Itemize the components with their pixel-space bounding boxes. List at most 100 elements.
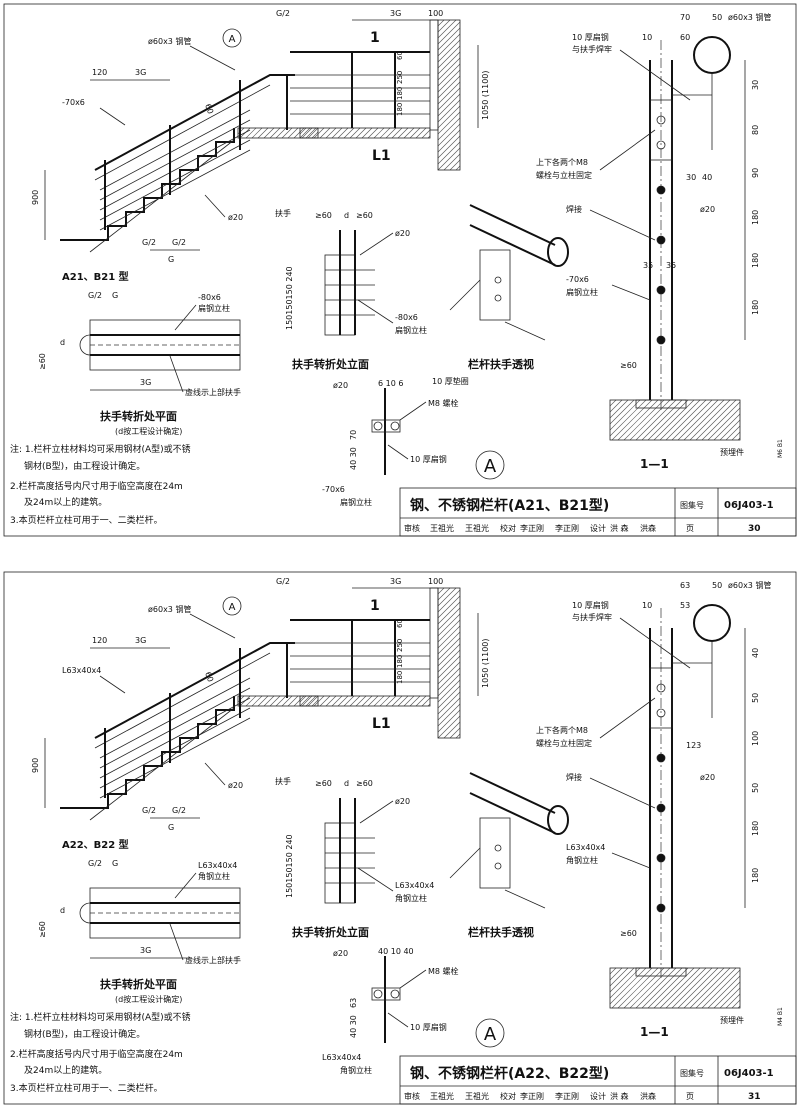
hatch-line xyxy=(437,99,461,123)
persp-bolt-2 xyxy=(494,294,502,302)
plan-d: d xyxy=(60,338,65,347)
hatch-line xyxy=(437,661,461,685)
sign-cell-7: 洪 森 xyxy=(610,1091,629,1101)
hatch-line xyxy=(337,695,349,707)
turn-d: d xyxy=(344,779,349,788)
type-label: A21、B21 型 xyxy=(62,270,129,283)
hatch-line xyxy=(641,967,683,1009)
pipe-label: ø60x3 钢管 xyxy=(148,604,191,614)
hatch-line xyxy=(609,399,647,437)
hatch-line xyxy=(695,967,737,1009)
sec-dim-top-2: 10 xyxy=(642,601,652,610)
sign-cell-1: 王祖光 xyxy=(430,1091,454,1101)
hatch-line xyxy=(437,93,461,117)
hatch-line xyxy=(731,431,741,441)
plan-3g: 3G xyxy=(140,378,151,387)
sheet-title: 钢、不锈钢栏杆(A22、B22型) xyxy=(410,1065,609,1082)
dim-g2-b: G/2 xyxy=(172,806,186,815)
detA-circle xyxy=(475,1018,505,1048)
hatch-line xyxy=(437,63,461,87)
hatch-line xyxy=(331,127,343,139)
detA-top-dims: 6 10 6 xyxy=(378,379,403,388)
sec-v-dim-3: 180 xyxy=(751,210,760,225)
sec-dim-top-0: 63 xyxy=(680,581,690,590)
atlas-number: 06J403-1 xyxy=(724,1068,774,1079)
dim-3g-landing: 3G xyxy=(390,9,401,18)
detA-circle-text: A xyxy=(484,456,497,477)
hatch-line xyxy=(437,19,451,33)
plan-turn-arc xyxy=(79,334,91,356)
plan-g: G xyxy=(112,859,118,868)
sec-v-dim-5: 180 xyxy=(751,300,760,315)
hatch-line xyxy=(437,19,445,27)
detA-top-dims: 40 10 40 xyxy=(378,947,414,956)
hatch-border xyxy=(609,399,741,441)
rail-bar xyxy=(99,109,251,191)
hatch-line xyxy=(671,399,713,441)
hatch-line xyxy=(437,75,461,99)
sec-dim-top-3: 60 xyxy=(680,33,690,42)
hatch-border xyxy=(609,967,741,1009)
detail-circle-a-text: A xyxy=(229,34,236,45)
rail-bar xyxy=(99,139,251,221)
hatch-line xyxy=(287,695,299,707)
plan-turn-arc xyxy=(79,902,91,924)
note-line-0: 注: 1.栏杆立柱材料均可采用钢材(A型)或不锈 xyxy=(10,443,191,455)
detA-flat-leader xyxy=(387,444,409,460)
sec-bolt-plate xyxy=(649,99,673,161)
dim-v-60: 60 xyxy=(396,619,404,628)
hatch-line xyxy=(355,127,367,139)
detail-circle-a xyxy=(222,28,242,48)
hatch-line xyxy=(391,127,403,139)
sec-pipe-label: ø60x3 钢管 xyxy=(728,12,771,22)
sign-cell-0: 审核 xyxy=(404,523,420,533)
section-mark-top: 1 xyxy=(370,30,380,46)
sec-h-dim-2: 35 xyxy=(643,261,653,270)
hatch-line xyxy=(409,695,421,707)
hatch-line xyxy=(269,127,281,139)
hatch-line xyxy=(635,399,677,441)
sign-cell-5: 李正刚 xyxy=(555,523,579,533)
dim-g2-top: G/2 xyxy=(276,577,290,586)
turn-d: d xyxy=(344,211,349,220)
hatch-line xyxy=(437,589,461,613)
hatch-line xyxy=(701,969,741,1009)
sign-cell-1: 王祖光 xyxy=(430,523,454,533)
atlas-label: 图集号 xyxy=(680,1068,704,1078)
detA-bolt-b xyxy=(390,421,400,431)
hatch-line xyxy=(355,695,367,707)
sec-bar-hole xyxy=(656,235,666,245)
hatch-line xyxy=(449,727,461,739)
hatch-line xyxy=(313,695,325,707)
dim-100: 100 xyxy=(428,9,443,18)
persp-plate xyxy=(479,817,511,889)
hatch-line xyxy=(437,123,461,147)
detA-70: 63 xyxy=(349,998,358,1008)
sec-bolt1-label: 上下各两个M8 xyxy=(536,157,588,167)
hatch-line xyxy=(707,407,741,441)
hatch-line xyxy=(683,399,725,441)
title-block xyxy=(399,1055,797,1105)
plan-g: G xyxy=(112,291,118,300)
hatch-line xyxy=(437,51,461,75)
detA-circle xyxy=(475,450,505,480)
landing-slab xyxy=(237,695,319,707)
hatch-line xyxy=(281,127,293,139)
landing-floor xyxy=(299,695,431,707)
hatch-line xyxy=(437,625,461,649)
hatch-line xyxy=(437,69,461,93)
persp-bar-2 xyxy=(504,889,546,909)
hatch-line xyxy=(437,619,461,643)
persp-bar xyxy=(449,279,481,311)
plan-ge60: ≥60 xyxy=(38,353,47,370)
dim-v-250: 250 xyxy=(396,639,404,652)
sec-v-dim-0: 40 xyxy=(751,648,760,658)
turn-dims: 150150150 240 xyxy=(285,266,294,330)
turn-handrail-label: 扶手 xyxy=(275,208,291,218)
hatch-line xyxy=(437,117,461,141)
hatch-line xyxy=(331,695,343,707)
plan-g2: G/2 xyxy=(88,291,102,300)
turn-post-leader xyxy=(357,299,394,324)
sec-post-leader xyxy=(611,284,651,301)
hatch-line xyxy=(263,695,275,707)
